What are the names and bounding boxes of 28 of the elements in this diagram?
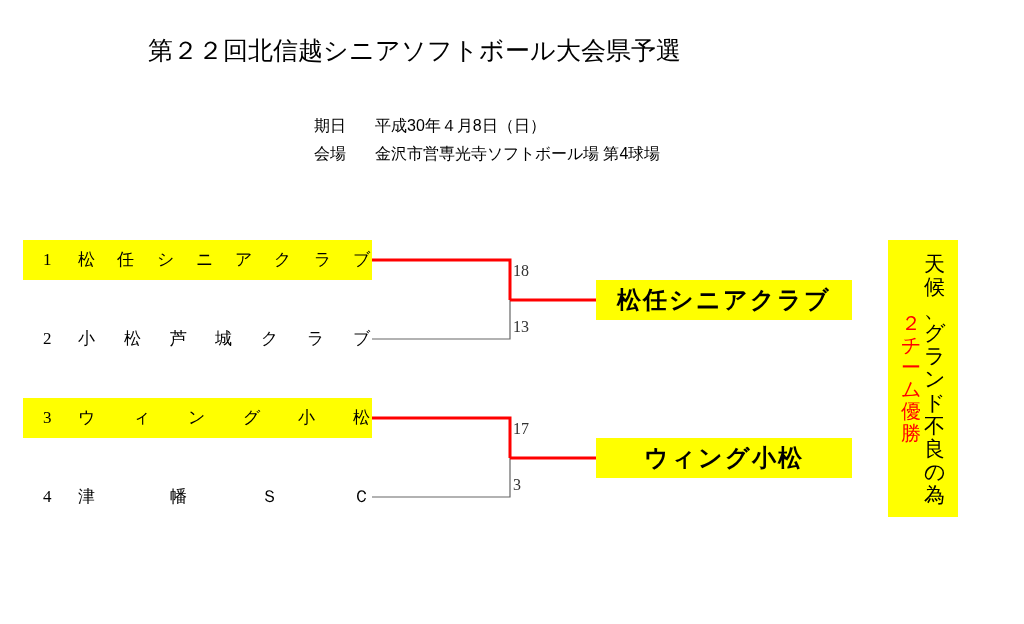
seed-number: 2 (43, 329, 52, 349)
team-name: 松任シニアクラブ (78, 250, 370, 270)
winner-box (596, 280, 852, 320)
highlight-band (23, 398, 372, 438)
title: 第２２回北信越シニアソフトボール大会県予選 (148, 36, 681, 66)
seed-number: 3 (43, 408, 52, 428)
vertical-note: 天候、グランド不良の為 (924, 252, 945, 507)
team-name: 小松芦城クラブ (78, 329, 370, 349)
team-name: ウィング小松 (78, 408, 370, 428)
field-value: 平成30年４月8日（日） (375, 116, 546, 136)
field-label: 会場 (314, 144, 346, 164)
highlight-band (23, 240, 372, 280)
field-value: 金沢市営専光寺ソフトボール場 第4球場 (375, 144, 661, 164)
vertical-note: ２チーム優勝 (901, 312, 921, 444)
field-label: 期日 (314, 116, 346, 136)
bracket-line (371, 457, 511, 498)
winner-name: 松任シニアクラブ (617, 286, 831, 314)
seed-number: 1 (43, 250, 52, 270)
winner-name: ウィング小松 (644, 444, 804, 472)
winner-box (596, 438, 852, 478)
team-name: 津幡ＳＣ (78, 487, 370, 507)
bracket-line (371, 299, 511, 340)
note-box (888, 240, 958, 517)
bracket-line (372, 258, 512, 300)
bracket-line (372, 416, 512, 458)
bracket-line (510, 298, 596, 302)
bracket-line (510, 456, 596, 460)
seed-number: 4 (43, 487, 52, 507)
